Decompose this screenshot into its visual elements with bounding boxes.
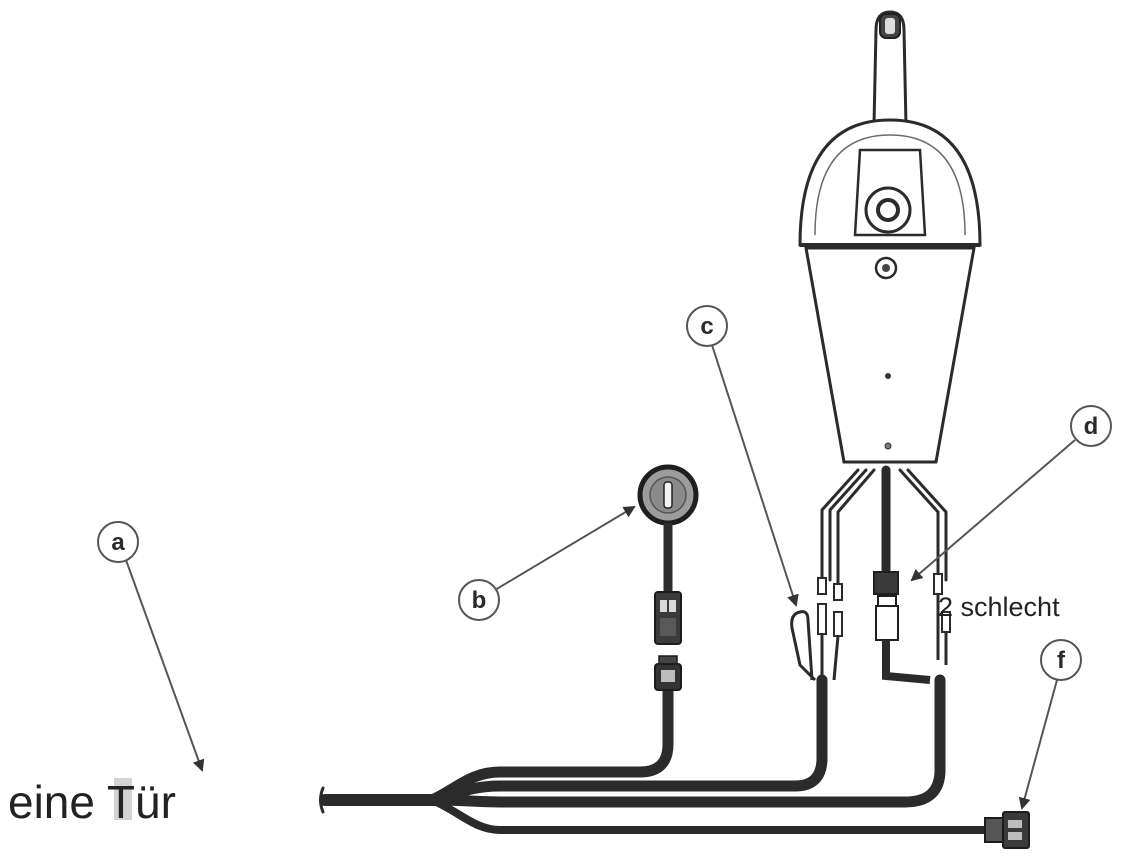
key-switch [637, 464, 699, 691]
remote-control-box [790, 10, 982, 684]
callout-b: b [458, 579, 500, 621]
callout-d: d [1070, 405, 1112, 447]
caption-bottom-left: eine Tür [8, 776, 176, 828]
leader-arrow-c [711, 344, 799, 607]
branch-to-control-left [426, 674, 828, 806]
control-box-body [804, 246, 976, 464]
harness-cables [319, 674, 989, 834]
callout-f-label: f [1057, 647, 1066, 674]
leader-arrows [125, 344, 1076, 810]
branch-to-connector-f [428, 796, 989, 834]
key-switch-plug [654, 591, 682, 645]
callouts: a b c d f [97, 305, 1112, 681]
key-switch-socket [654, 655, 682, 691]
callout-c: c [686, 305, 728, 347]
loop-wire [790, 610, 817, 682]
callout-a-label: a [111, 529, 125, 556]
callout-a: a [97, 521, 139, 563]
caption-right: 2 schlecht [938, 592, 1060, 622]
connector-d [873, 571, 931, 684]
callout-f: f [1040, 639, 1082, 681]
branch-to-control-right [426, 674, 946, 808]
callout-b-label: b [472, 587, 487, 614]
key-slot-icon [663, 481, 673, 509]
connector-f [984, 811, 1030, 849]
leader-arrow-b [494, 505, 636, 591]
leader-arrow-d [910, 439, 1076, 582]
leader-arrow-f [1018, 679, 1058, 810]
bullet-connectors-left [817, 577, 843, 637]
callout-c-label: c [700, 313, 713, 340]
callout-d-label: d [1084, 413, 1099, 440]
leader-arrow-a [125, 559, 205, 772]
caption-smudge [114, 778, 132, 820]
trunk-end-cap [319, 786, 325, 814]
